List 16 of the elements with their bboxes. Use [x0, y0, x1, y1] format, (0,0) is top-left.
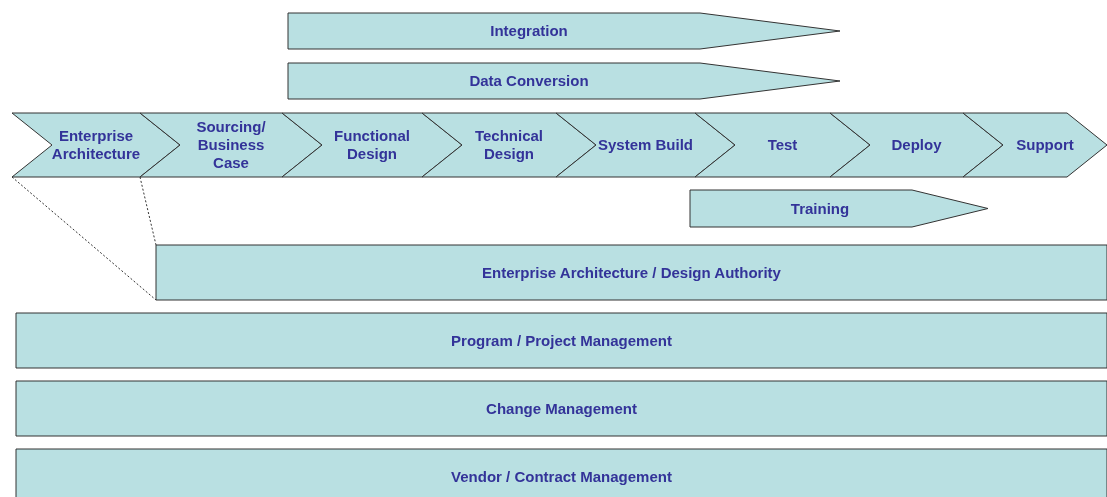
step-label: Functional Design	[333, 127, 411, 163]
step-label: Sourcing/ Business Case	[195, 118, 267, 172]
step-label: Training	[790, 199, 850, 218]
step-label: Program / Project Management	[451, 331, 672, 350]
step-label: Support	[1016, 136, 1074, 154]
step-label: System Build	[598, 136, 693, 154]
step-label: Enterprise Architecture / Design Authority	[482, 263, 781, 282]
step-label: Deploy	[891, 136, 942, 154]
step-label: Technical Design	[473, 127, 545, 163]
step-label: Change Management	[486, 399, 637, 418]
step-label: Vendor / Contract Management	[451, 467, 672, 486]
step-label: Enterprise Architecture	[51, 127, 141, 163]
step-label: Test	[767, 136, 798, 154]
step-label: Data Conversion	[469, 72, 589, 90]
step-label: Integration	[490, 22, 568, 40]
dotted-line	[139, 176, 157, 246]
